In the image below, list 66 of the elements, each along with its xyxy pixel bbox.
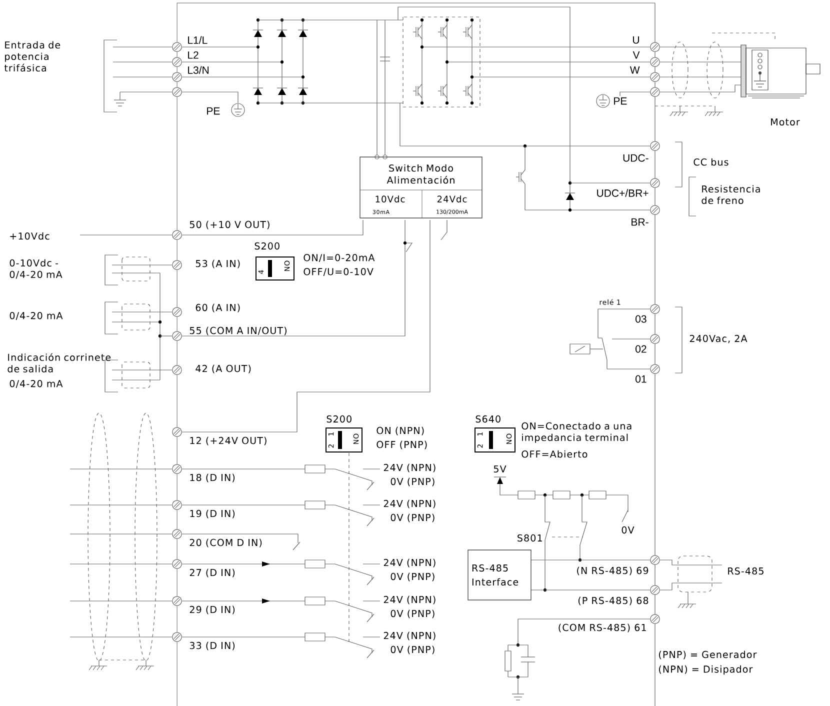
annotation-text: 0-10Vdc - 0/4-20 mA (10, 259, 62, 279)
annotation-text: OFF (PNP) (376, 440, 427, 450)
annotation-text: UDC- (623, 154, 648, 162)
annotation-text: L3/N (188, 66, 209, 74)
annotation-text: 02 (636, 345, 646, 353)
annotation-text: 53 (A IN) (196, 260, 240, 268)
annotation-text: S200 (326, 415, 352, 423)
annotation-text: 240Vac, 2A (690, 334, 748, 344)
annotation-text: ON=Conectado a una impedancia terminal (522, 422, 632, 443)
annotation-text: OFF=Abierto (522, 450, 588, 458)
annotation-text: S640 (476, 415, 500, 423)
annotation-text: RS-485 (728, 567, 764, 575)
annotation-text: 0/4-20 mA (10, 312, 63, 320)
annotation-text: 19 (D IN) (190, 510, 235, 518)
annotation-text: (COM RS-485) 61 (558, 624, 646, 632)
annotation-text: 5V (494, 465, 506, 473)
annotation-text: BR- (632, 218, 648, 226)
annotation-text: 50 (+10 V OUT) (190, 220, 270, 230)
annotation-text: PE (614, 97, 627, 105)
annotation-text: 0V (PNP) (390, 572, 434, 582)
annotation-text: V (632, 51, 640, 59)
annotation-text: PE (207, 107, 220, 115)
annotation-text: 60 (A IN) (196, 304, 240, 312)
annotation-text: OFF/U=0-10V (304, 268, 374, 276)
annotation-text: +10Vdc (10, 232, 50, 240)
annotation-text: 33 (D IN) (190, 642, 235, 650)
annotation-text: 29 (D IN) (190, 606, 235, 614)
annotation-text: 0V (PNP) (390, 610, 434, 618)
annotation-text: 24V (NPN) (384, 464, 436, 472)
annotation-text: 55 (COM A IN/OUT) (190, 326, 286, 336)
annotation-text: 18 (D IN) (190, 474, 235, 482)
annotation-text: ON (NPN) (376, 426, 424, 436)
annotation-text: S200 (254, 242, 280, 250)
annotation-text: UDC+/BR+ (597, 189, 648, 197)
motor-label: Motor (771, 118, 800, 126)
annotation-text: CC bus (694, 158, 728, 166)
annotation-text: 24V (NPN) (384, 596, 436, 604)
annotation-text: 24V (NPN) (384, 500, 436, 508)
annotation-text: L2 (188, 51, 198, 59)
annotation-text: 0/4-20 mA (10, 380, 63, 388)
annotation-text: S801 (518, 534, 542, 542)
annotation-text: (N RS-485) 69 (577, 566, 648, 576)
annotation-text: Resistencia de freno (702, 185, 760, 204)
annotation-text: Entrada de potencia trifásica (4, 41, 60, 72)
annotation-text: (PNP) = Generador (659, 650, 757, 660)
annotation-text: 01 (636, 375, 646, 383)
annotation-text: ON/I=0-20mA (304, 254, 375, 262)
annotation-text: Indicación corrinete de salida (8, 353, 111, 372)
annotation-text: 42 (A OUT) (196, 364, 251, 374)
annotation-text: 0V (PNP) (390, 646, 434, 654)
annotation-text: 0V (622, 526, 634, 534)
annotation-text: (NPN) = Disipador (659, 665, 753, 675)
annotation-text: 20 (COM D IN) (190, 538, 262, 548)
annotation-text: 03 (636, 315, 646, 323)
annotation-text: 24V (NPN) (384, 632, 436, 640)
annotation-text: 27 (D IN) (190, 568, 235, 578)
annotation-text: 24V (NPN) (384, 558, 436, 568)
annotation-text: L1/L (188, 36, 208, 44)
annotation-text: W (630, 66, 640, 74)
interface-box: RS-485 Interface (468, 550, 532, 600)
annotation-text: 0V (PNP) (390, 478, 434, 486)
annotation-text: 0V (PNP) (390, 514, 434, 522)
annotation-text: 12 (+24V OUT) (190, 436, 266, 446)
annotation-text: U (633, 36, 639, 44)
annotation-text: (P RS-485) 68 (578, 596, 648, 606)
motor-drawing (740, 44, 820, 98)
